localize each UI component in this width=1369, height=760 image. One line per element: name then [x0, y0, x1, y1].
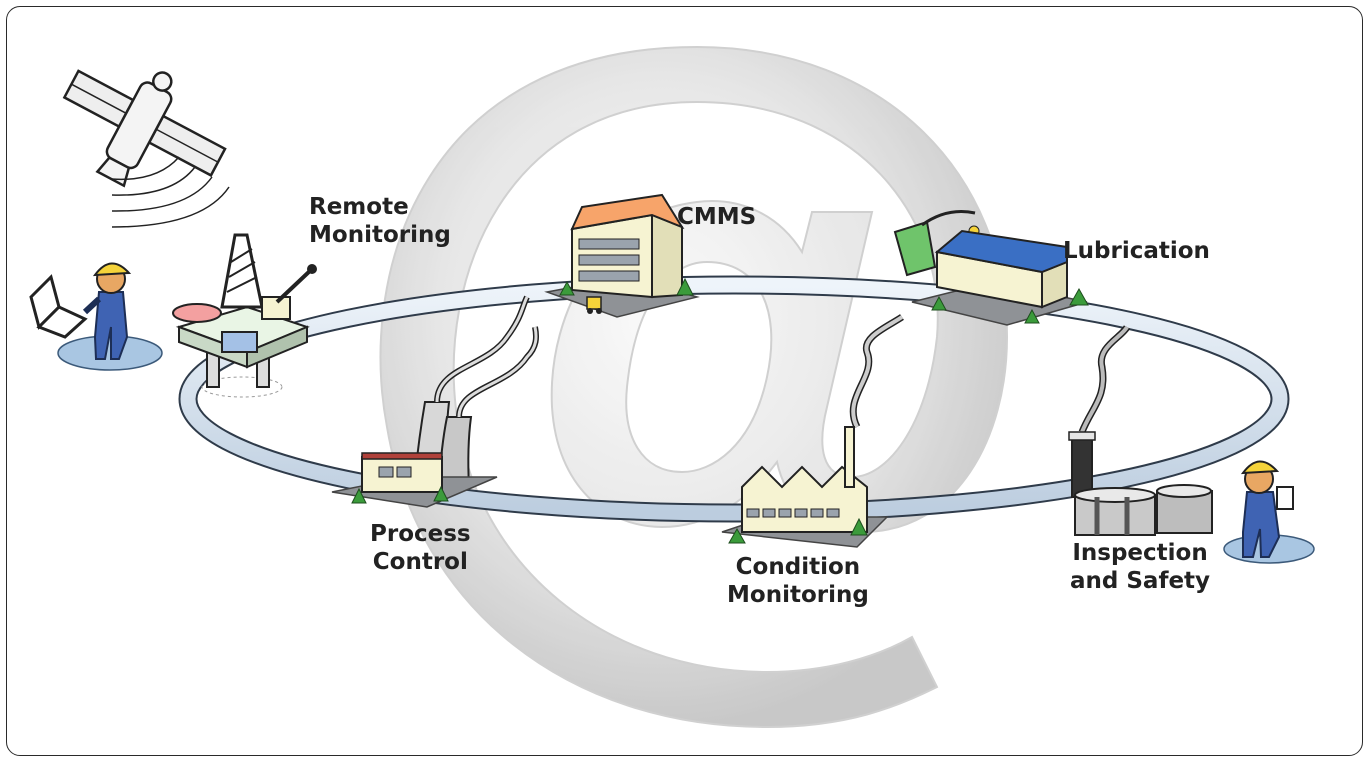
refinery-icon	[1068, 324, 1213, 536]
cmms-label: CMMS	[677, 203, 756, 231]
factory-icon	[721, 314, 904, 548]
inspection-safety-line2: and Safety	[1070, 568, 1211, 594]
remote-monitoring-label: Remote Monitoring	[309, 193, 451, 249]
satellite-icon	[62, 69, 227, 188]
tree-icon	[351, 277, 1089, 544]
lubrication-label: Lubrication	[1063, 237, 1210, 265]
network-ring	[178, 275, 1290, 523]
inspection-safety-line1: Inspection	[1072, 540, 1208, 566]
process-control-label: Process Control	[370, 520, 471, 576]
condition-monitoring-line2: Monitoring	[727, 582, 869, 608]
condition-monitoring-label: Condition Monitoring	[727, 553, 869, 609]
process-control-line1: Process	[370, 521, 471, 547]
oil-rig-icon	[172, 233, 317, 398]
condition-monitoring-line1: Condition	[735, 554, 861, 580]
process-control-line2: Control	[372, 549, 468, 575]
worker-icon	[57, 262, 163, 371]
forklift-icon	[586, 296, 602, 314]
lubrication-building-icon	[911, 229, 1088, 326]
laptop-icon	[29, 274, 88, 339]
office-building-icon	[544, 193, 700, 318]
inspection-safety-label: Inspection and Safety	[1070, 539, 1210, 595]
remote-monitoring-line1: Remote	[309, 194, 409, 220]
oil-can-icon	[893, 210, 980, 277]
inspector-worker-icon	[1223, 460, 1315, 564]
process-building-icon	[331, 452, 498, 508]
diagram-frame: Remote Monitoring CMMS Lubrication Proce…	[6, 6, 1363, 756]
remote-monitoring-line2: Monitoring	[309, 222, 451, 248]
cmms-text: CMMS	[677, 204, 757, 230]
at-sign-background	[379, 45, 1009, 729]
signal-waves-icon	[111, 156, 230, 228]
lubrication-text: Lubrication	[1063, 238, 1210, 264]
network-diagram	[29, 45, 1315, 729]
